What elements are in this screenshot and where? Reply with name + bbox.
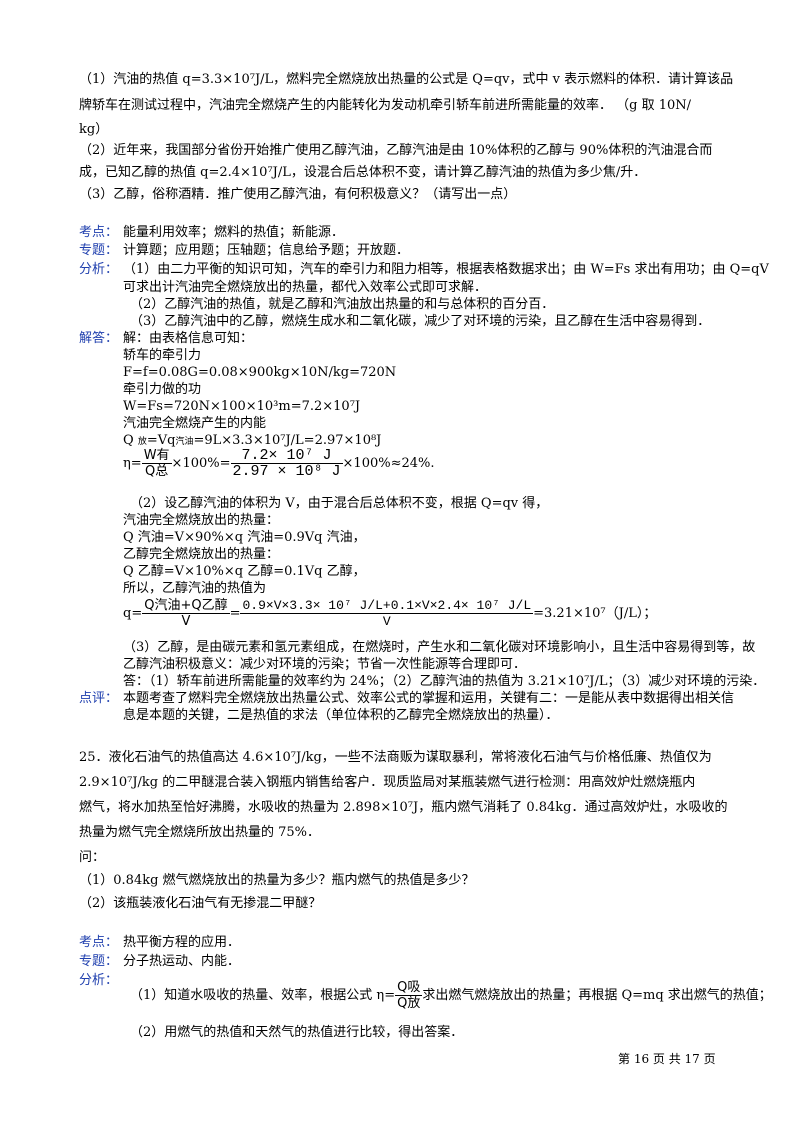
q24-fenxi-line-1: （1）由二力平衡的知识可知，汽车的牵引力和阻力相等，根据表格数据求出；由 W=F… — [123, 262, 769, 277]
eta-prefix: η= — [123, 456, 142, 471]
q-qiyou-formula: Q 汽油=V×90%×q 汽油=0.9Vq 汽油， — [123, 530, 366, 545]
q24-kaodian: 能量利用效率；燃料的热值；新能源． — [123, 225, 345, 240]
q24-stem-line-1: （1）汽油的热值 q=3.3×10⁷J/L，燃料完全燃烧放出热量的公式是 Q=q… — [79, 72, 734, 87]
q24-stem-line-4: （2）近年来，我国部分省份开始推广使用乙醇汽油，乙醇汽油是由 10%体积的乙醇与… — [79, 143, 713, 158]
q25-stem-line-1: 25．液化石油气的热值高达 4.6×10⁷J/kg，一些不法商贩为谋取暴利，常将… — [79, 750, 712, 765]
q24-zhuanti: 计算题；应用题；压轴题；信息给予题；开放题． — [123, 243, 410, 258]
dianping-label: 点评： — [79, 691, 119, 706]
q25-stem-line-6: （1）0.84kg 燃气燃烧放出的热量为多少？瓶内燃气的热值是多少？ — [79, 873, 475, 888]
q25-frac-numerator: Q吸 — [395, 980, 423, 996]
q25-stem-line-2: 2.9×10⁷J/kg 的二甲醚混合装入钢瓶内销售给客户．现质监局对某瓶装燃气进… — [79, 775, 696, 790]
q25-stem-line-4: 热量为燃气完全燃烧所放出热量的 75%． — [79, 825, 321, 840]
q24-jieda-line-1: 解：由表格信息可知： — [123, 331, 254, 346]
q25-fenxi-pre: （1）知道水吸收的热量、效率，根据公式 η= — [130, 988, 396, 1003]
q24-jieda-line-2: 轿车的牵引力 — [123, 348, 202, 363]
q-eq-denominator-symbolic: V — [181, 614, 191, 629]
q25-stem-line-5: 问： — [79, 850, 106, 865]
eta-mid: ×100%= — [171, 456, 231, 471]
q24-stem-line-2: 牌轿车在测试过程中，汽油完全燃烧产生的内能转化为发动机牵引轿车前进所需能量的效率… — [79, 98, 692, 113]
q24-jieda-line-5: W=Fs=720N×100×10³m=7.2×10⁷J — [123, 399, 361, 414]
q25-fenxi-post: 求出燃气燃烧放出的热量；再根据 Q=mq 求出燃气的热值； — [422, 988, 772, 1003]
kaodian-label: 考点： — [79, 225, 119, 240]
q24-fenxi-line-3: （2）乙醇汽油的热值，就是乙醇和汽油放出热量的和与总体积的百分百． — [130, 297, 555, 312]
q-fang-symbol: Q — [123, 433, 134, 448]
q24-stem-line-5: 成，已知乙醇的热值 q=2.4×10⁷J/L，设混合后总体积不变，请计算乙醇汽油… — [79, 165, 647, 180]
q-eq-prefix: q= — [123, 606, 143, 621]
yichun-heat-label: 乙醇完全燃烧放出的热量： — [123, 547, 280, 562]
q24-part3-line-2: 乙醇汽油积极意义：减少对环境的污染；节省一次性能源等合理即可． — [123, 657, 527, 672]
zhuanti-label: 专题： — [79, 243, 119, 258]
q25-stem-line-3: 燃气，将水加热至恰好沸腾，水吸收的热量为 2.898×10⁷J，瓶内燃气消耗了 … — [79, 800, 728, 815]
page-number-footer: 第 16 页 共 17 页 — [618, 1052, 716, 1066]
q-eq-result: =3.21×10⁷（J/L）； — [533, 606, 657, 621]
q25-zhuanti-label: 专题： — [79, 954, 119, 969]
q24-answer-line: 答：（1）轿车前进所需能量的效率约为 24%；（2）乙醇汽油的热值为 3.21×… — [123, 674, 766, 689]
q25-stem-line-7: （2）该瓶装液化石油气有无掺混二甲醚？ — [79, 896, 322, 911]
q25-frac-denominator: Q放 — [397, 996, 421, 1011]
eta-denominator-symbolic: Q总 — [145, 464, 169, 479]
q24-fenxi-line-2: 可求出计汽油完全燃烧放出的热量，都代入效率公式即可求解． — [123, 280, 488, 295]
eta-result: ×100%≈24%. — [342, 456, 435, 471]
q24-stem-line-3: kg） — [79, 122, 109, 137]
q-fang-result: =9L×3.3×10⁷J/L=2.97×10⁸J — [193, 433, 382, 448]
q-fang-mid: =Vq — [146, 433, 176, 448]
q24-part2-line-2: 汽油完全燃烧放出的热量： — [123, 513, 280, 528]
q24-jieda-line-6: 汽油完全燃烧产生的内能 — [123, 416, 267, 431]
q25-fenxi-line-2: （2）用燃气的热值和天然气的热值进行比较，得出答案． — [130, 1025, 464, 1040]
q25-fenxi-label: 分析： — [79, 973, 119, 988]
q-eq-numerator-symbolic: Q汽油+Q乙醇 — [142, 598, 230, 614]
q-fang-formula: Q 放=Vq汽油=9L×3.3×10⁷J/L=2.97×10⁸J — [123, 433, 381, 450]
q-fang-subscript-2: 汽油 — [175, 437, 194, 447]
suoyi-line: 所以，乙醇汽油的热值为 — [123, 581, 267, 596]
q25-zhuanti: 分子热运动、内能． — [123, 954, 241, 969]
q24-part3-line-1: （3）乙醇，是由碳元素和氢元素组成，在燃烧时，产生水和二氧化碳对环境影响小，且生… — [123, 640, 756, 655]
eta-numerator-symbolic: W有 — [141, 448, 172, 464]
q25-kaodian-label: 考点： — [79, 935, 119, 950]
eta-denominator-numeric: 2.97 × 10⁸ J — [232, 463, 341, 480]
fenxi-label: 分析： — [79, 262, 119, 277]
q25-kaodian: 热平衡方程的应用． — [123, 935, 241, 950]
q-yichun-formula: Q 乙醇=V×10%×q 乙醇=0.1Vq 乙醇， — [123, 564, 366, 579]
q24-fenxi-line-4: （3）乙醇汽油中的乙醇，燃烧生成水和二氧化碳，减少了对环境的污染，且乙醇在生活中… — [130, 314, 711, 329]
eta-numerator-numeric: 7.2× 10⁷ J — [230, 448, 343, 464]
q-eq-numerator-numeric: 0.9×V×3.3× 10⁷ J/L+0.1×V×2.4× 10⁷ J/L — [240, 598, 534, 614]
q24-jieda-line-4: 牵引力做的功 — [123, 382, 202, 397]
q24-stem-line-6: （3）乙醇，俗称酒精．推广使用乙醇汽油，有何积极意义？（请写出一点） — [79, 187, 517, 202]
q-fang-subscript: 放 — [137, 437, 147, 447]
jieda-label: 解答： — [79, 331, 119, 346]
q24-dianping-line-2: 息是本题的关键，二是热值的求法（单位体积的乙醇完全燃烧放出的热量）． — [123, 708, 559, 723]
q-eq-denominator-numeric: V — [382, 614, 391, 629]
q24-part2-line-1: （2）设乙醇汽油的体积为 V，由于混合后总体积不变，根据 Q=qv 得， — [130, 496, 549, 511]
q24-dianping-line-1: 本题考查了燃料完全燃烧放出热量公式、效率公式的掌握和运用，关键有二：一是能从表中… — [123, 691, 735, 706]
q24-jieda-line-3: F=f=0.08G=0.08×900kg×10N/kg=720N — [123, 365, 397, 380]
